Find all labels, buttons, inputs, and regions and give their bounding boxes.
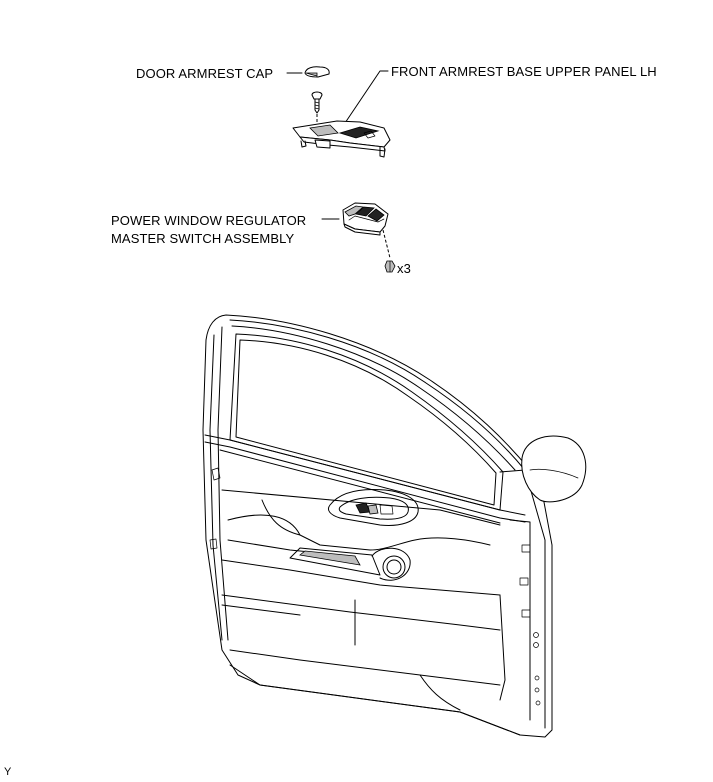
screw-quantity-label: x3 (397, 261, 411, 276)
power-window-switch-label-line1: POWER WINDOW REGULATOR (111, 213, 307, 228)
upper-panel-leader-line (342, 70, 389, 127)
corner-mark: Y (4, 766, 12, 778)
armrest-screw (311, 91, 323, 123)
switch-screw (382, 229, 396, 273)
power-window-switch-label-line2: MASTER SWITCH ASSEMBLY (111, 231, 295, 246)
door-armrest-cap-label: DOOR ARMREST CAP (136, 66, 274, 81)
power-window-master-switch (342, 202, 389, 236)
door-armrest-cap (286, 66, 330, 78)
front-armrest-base-upper-panel (292, 120, 391, 158)
front-armrest-base-upper-panel-label: FRONT ARMREST BASE UPPER PANEL LH (391, 64, 657, 79)
front-door-assembly (202, 314, 587, 738)
